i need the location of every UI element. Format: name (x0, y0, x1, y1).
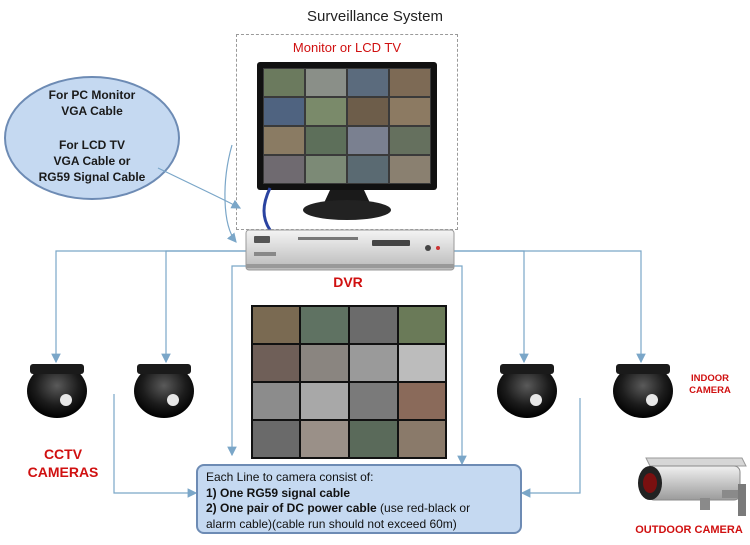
cable-callout (4, 76, 180, 200)
diagram-title: Surveillance System (307, 8, 443, 25)
callout-to-dvr-connector (224, 144, 237, 243)
outdoor-camera-label: OUTDOOR CAMERA (635, 524, 743, 536)
cctv-cameras-label: CCTV CAMERAS (18, 445, 108, 481)
camera-feed-grid (251, 305, 447, 459)
dome-camera-2 (134, 364, 194, 418)
monitor-label: Monitor or LCD TV (292, 40, 402, 55)
vga-cable (262, 187, 272, 231)
info-item-1: 1) One RG59 signal cable (206, 485, 351, 500)
indoor-label-line-2: CAMERA (689, 385, 731, 396)
indoor-camera-label: INDOOR CAMERA (680, 373, 740, 397)
callout-lcd-tv-cable-1: VGA Cable or (53, 154, 131, 168)
camera-wiring (51, 250, 646, 498)
cctv-label-line-1: CCTV (43, 446, 83, 462)
dvr-unit (245, 229, 455, 271)
cable-info-box: Each Line to camera consist of: 1) One R… (196, 464, 522, 534)
callout-connector (157, 167, 242, 209)
indoor-label-line-1: INDOOR (691, 373, 729, 384)
info-item-2-rest: (use red-black or (376, 501, 471, 515)
callout-lcd-tv-title: For LCD TV (59, 138, 125, 152)
info-intro: Each Line to camera consist of: (206, 470, 374, 484)
info-item-2-cont: alarm cable)(cable run should not exceed… (206, 516, 457, 531)
dome-camera-4 (613, 364, 673, 418)
info-item-2-bold: 2) One pair of DC power cable (206, 501, 377, 515)
outdoor-camera (638, 457, 747, 516)
cctv-label-line-2: CAMERAS (27, 464, 99, 480)
info-item-2: 2) One pair of DC power cable (use red-b… (206, 501, 512, 517)
callout-pc-monitor-cable: VGA Cable (61, 104, 123, 118)
callout-pc-monitor-title: For PC Monitor (48, 88, 136, 102)
dome-camera-1 (27, 364, 87, 418)
monitor-camera-tiles (264, 69, 430, 183)
monitor-illustration (257, 62, 437, 231)
callout-lcd-tv-cable-2: RG59 Signal Cable (38, 170, 146, 184)
dome-camera-3 (497, 364, 557, 418)
dvr-label: DVR (333, 274, 363, 290)
